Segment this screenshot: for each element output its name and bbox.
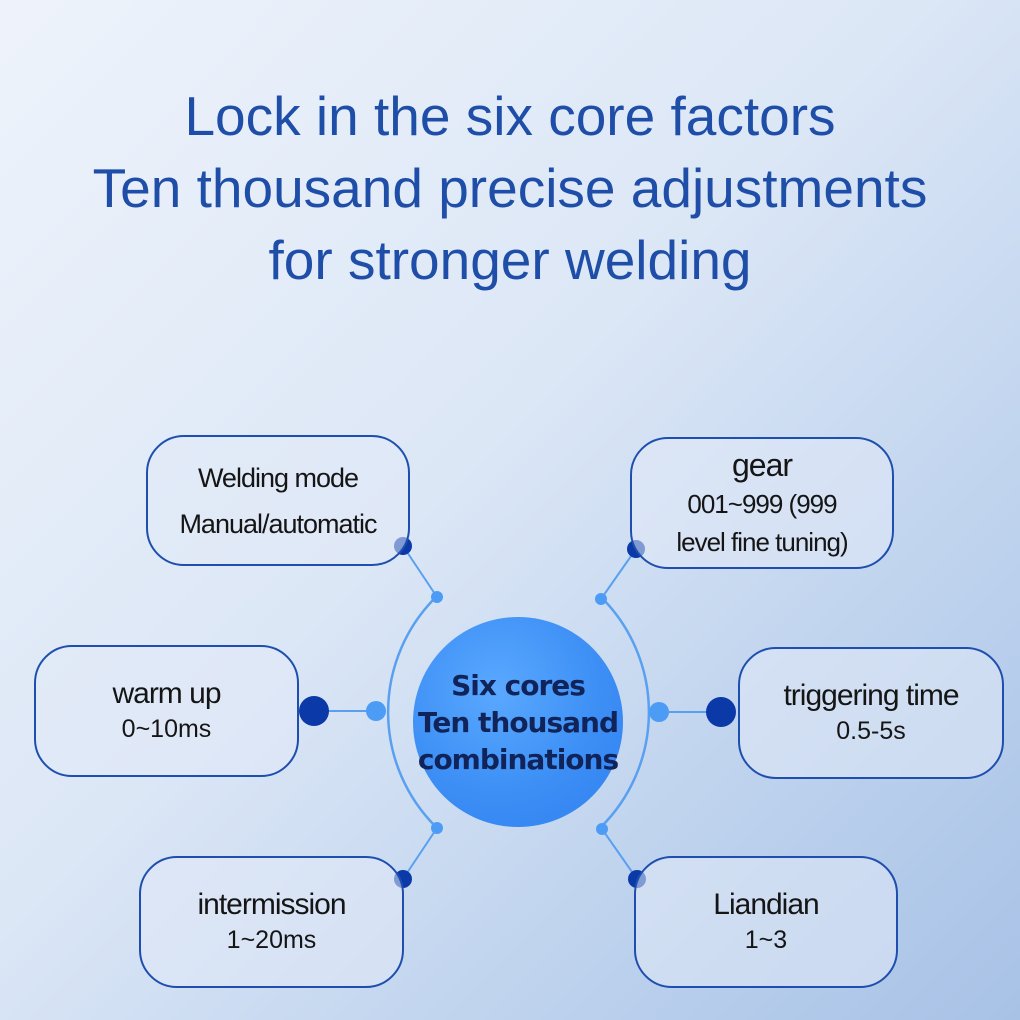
factor-box-intermission: intermission 1~20ms — [139, 856, 404, 988]
factor-value-line-2: level fine tuning) — [676, 527, 848, 557]
factor-value-line-1: 001~999 (999 — [687, 489, 837, 519]
box-dot-trigger — [706, 697, 736, 727]
arc-dot-right — [649, 702, 669, 722]
connector-line-liandian — [601, 828, 638, 880]
left-arc — [386, 596, 437, 828]
factor-box-triggering-time: triggering time 0.5-5s — [738, 647, 1004, 779]
factor-box-welding-mode: Welding mode Manual/automatic — [146, 435, 410, 566]
arc-dot-left — [366, 701, 386, 721]
factor-title: warm up — [112, 677, 221, 710]
factor-value: 0.5-5s — [836, 717, 906, 745]
factor-value: 1~3 — [744, 926, 788, 954]
box-dot-warmup — [299, 696, 329, 726]
factor-title: gear — [731, 447, 793, 483]
headline-line-3: for stronger welding — [268, 229, 752, 291]
center-line-3: combinations — [417, 742, 619, 776]
connector-line-intermission — [402, 827, 438, 880]
connector-line-welding — [402, 545, 438, 598]
connector-line-gear — [600, 548, 637, 600]
arc-dot-bottom-right — [596, 823, 608, 835]
center-line-1: Six cores — [451, 668, 586, 702]
factor-box-liandian: Liandian 1~3 — [634, 856, 898, 988]
factor-value: 1~20ms — [226, 926, 317, 954]
headline-line-1: Lock in the six core factors — [184, 85, 836, 147]
center-circle: Six cores Ten thousand combinations — [413, 617, 623, 827]
factor-title: triggering time — [783, 679, 959, 712]
headline: Lock in the six core factors Ten thousan… — [0, 80, 1020, 296]
center-line-2: Ten thousand — [417, 705, 619, 739]
factor-title: intermission — [197, 888, 346, 921]
headline-line-2: Ten thousand precise adjustments — [92, 157, 928, 219]
factor-title: Liandian — [713, 888, 819, 921]
arc-dot-top-left — [431, 591, 443, 603]
factor-value: 0~10ms — [121, 715, 212, 743]
factor-box-gear: gear 001~999 (999 level fine tuning) — [630, 437, 894, 569]
factor-value: Manual/automatic — [179, 508, 377, 539]
arc-dot-top-right — [595, 593, 607, 605]
factor-title: Welding mode — [197, 462, 359, 493]
factor-box-warm-up: warm up 0~10ms — [34, 645, 299, 777]
arc-dot-bottom-left — [431, 822, 443, 834]
right-arc — [600, 596, 651, 828]
